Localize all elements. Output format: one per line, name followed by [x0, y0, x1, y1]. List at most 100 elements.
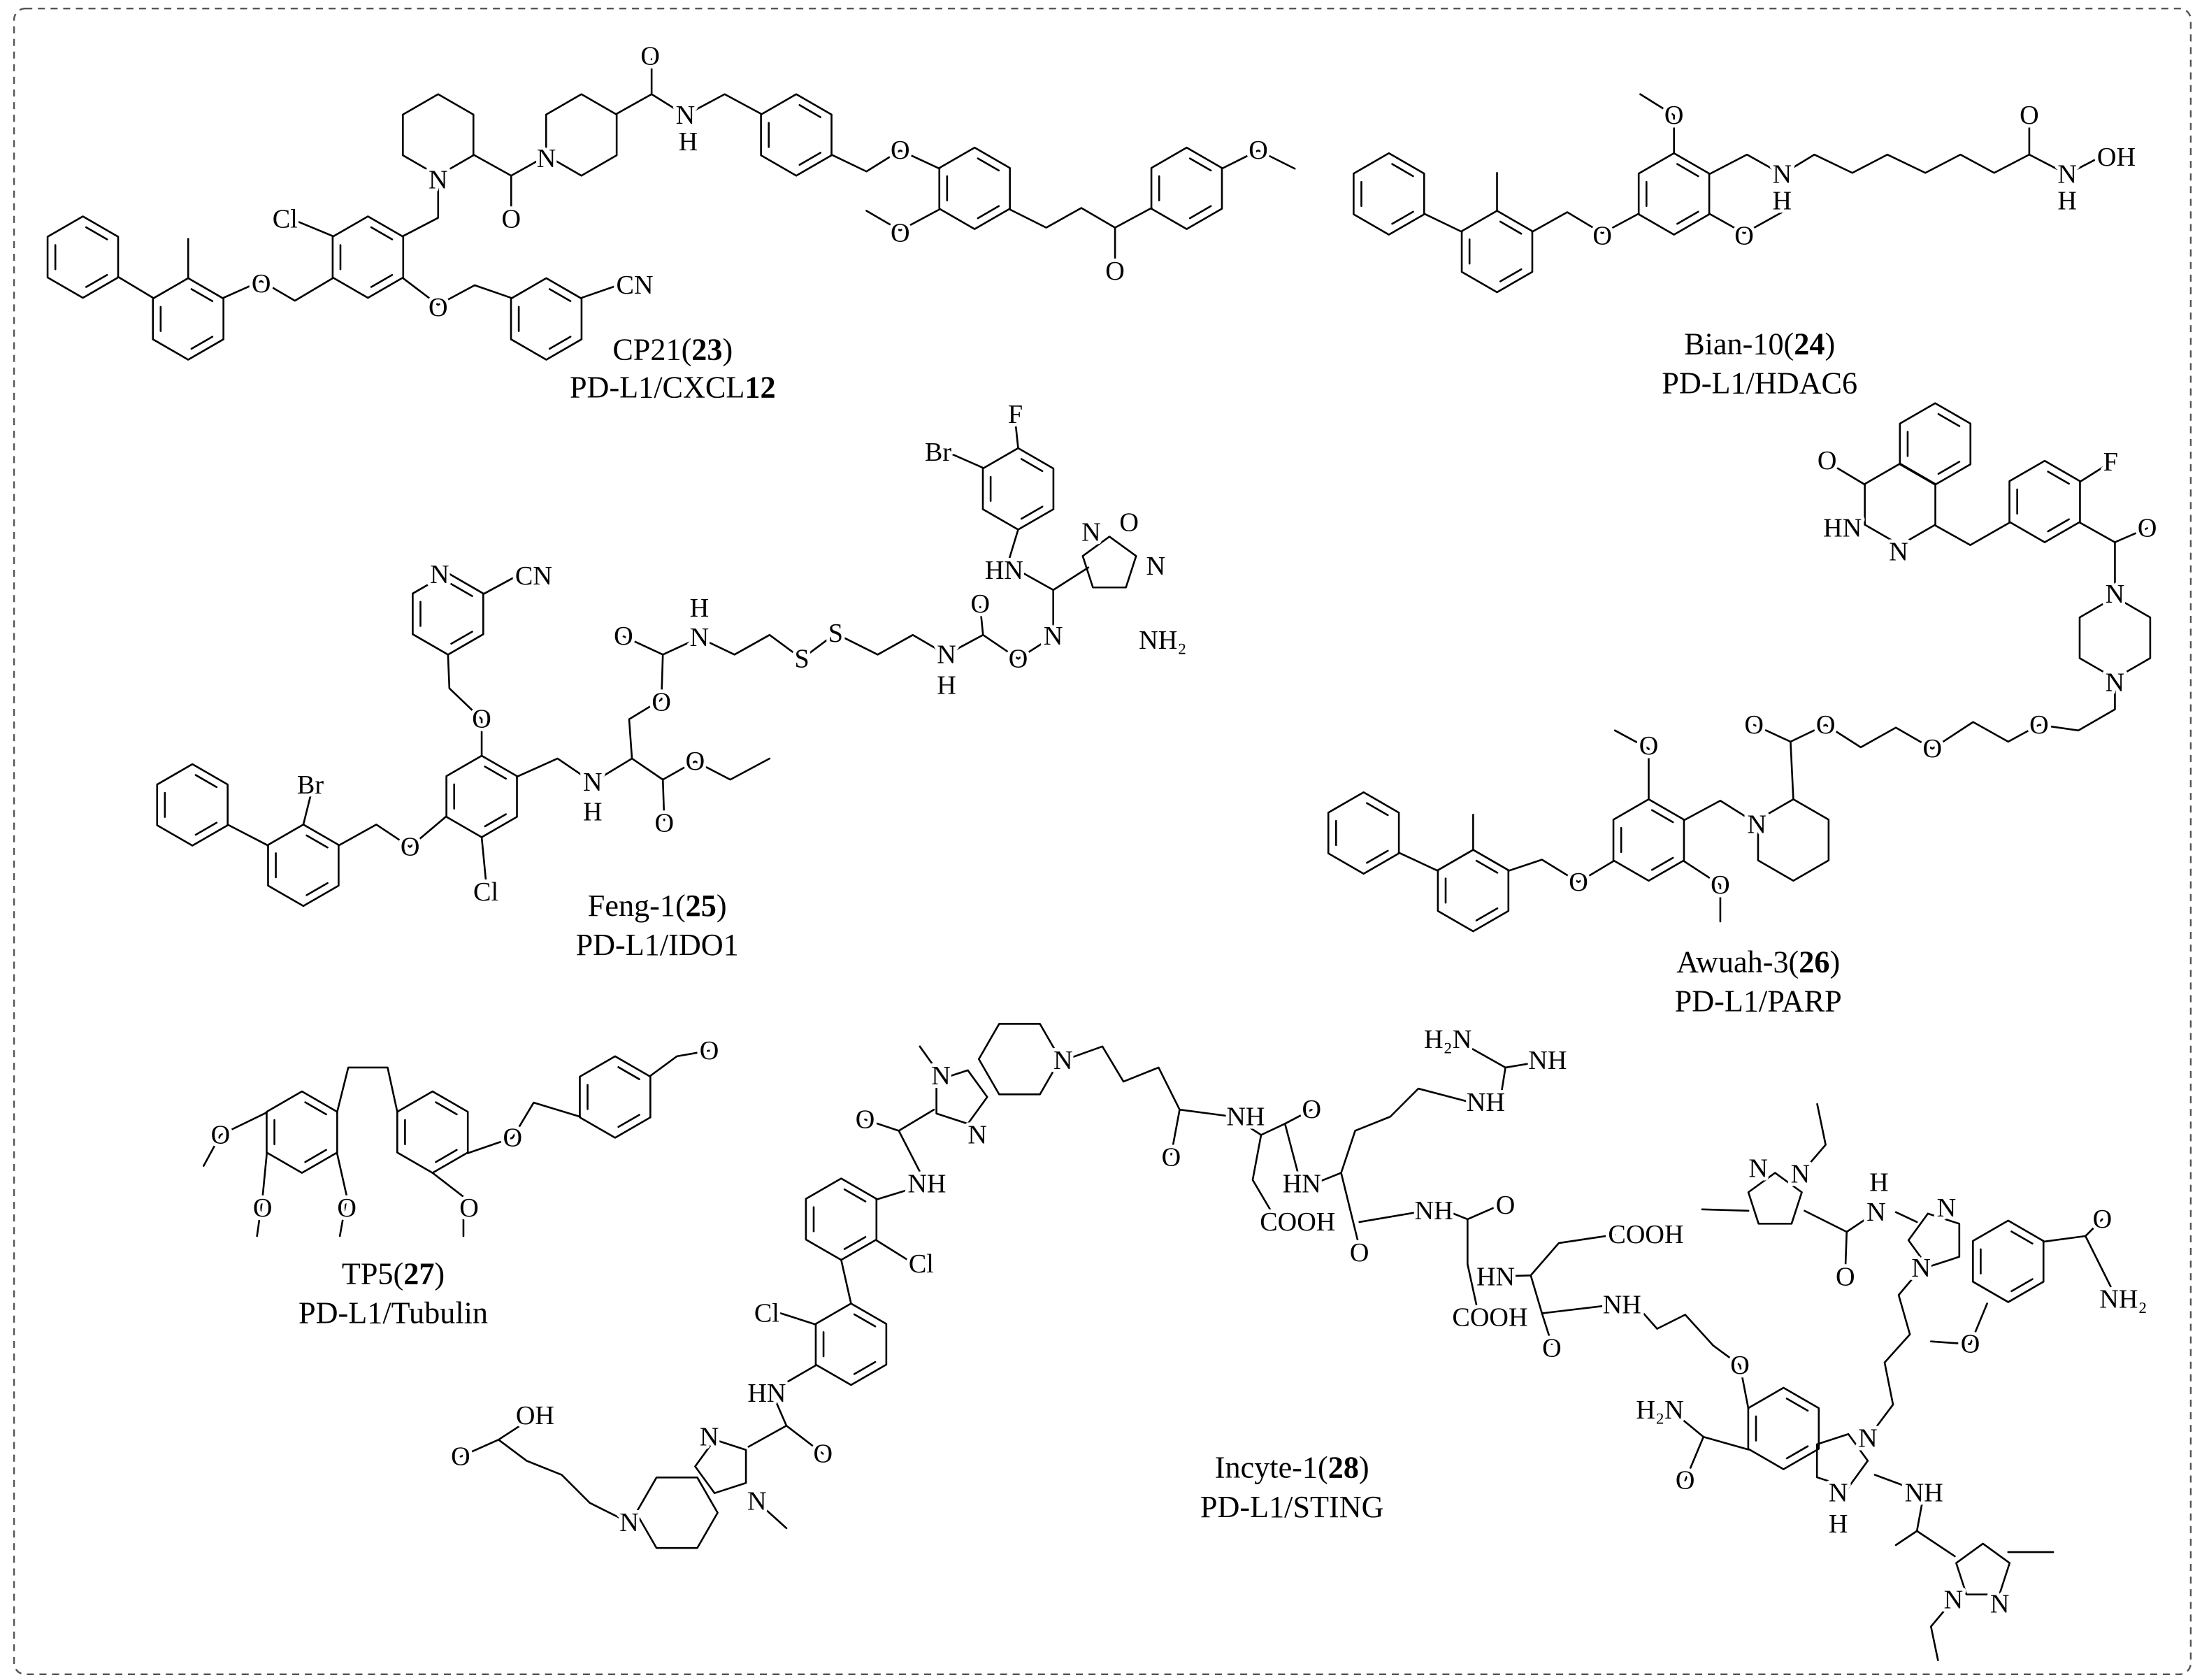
- aromatic-bond: [617, 1066, 640, 1080]
- atom-label: N: [931, 1061, 951, 1091]
- bond: [1541, 1304, 1613, 1314]
- atom-label: N: [429, 165, 448, 194]
- atom-label: N: [1146, 552, 1166, 581]
- atom-label: O: [1542, 1334, 1562, 1363]
- atom-label: O: [1816, 710, 1836, 740]
- atom-label: Cl: [273, 205, 298, 234]
- aromatic-bond: [1391, 210, 1414, 225]
- atom-label: N: [937, 640, 956, 669]
- compound-caption-28: Incyte-1(28) PD-L1/STING: [1200, 1451, 1384, 1524]
- atom-label: H: [937, 671, 956, 701]
- bond: [1934, 522, 2011, 546]
- ring: [402, 93, 475, 177]
- atom-label: O: [1119, 508, 1139, 537]
- ring: [938, 146, 1011, 230]
- bond: [256, 1152, 268, 1237]
- bond: [1866, 1267, 1922, 1440]
- aromatic-bond: [1785, 1445, 1809, 1460]
- atom-label: N: [1944, 1585, 1964, 1614]
- bond: [1845, 1211, 1878, 1233]
- bond: [684, 93, 763, 117]
- ring: [510, 277, 583, 361]
- atom-label: O: [1569, 868, 1588, 897]
- atom-label: OH: [516, 1401, 554, 1430]
- ring: [977, 1023, 1062, 1096]
- bond: [1007, 529, 1019, 563]
- compound-target-26: PD-L1/PARP: [1675, 984, 1842, 1019]
- aromatic-bond: [1475, 907, 1499, 921]
- atom-label: H₂N: [1636, 1395, 1683, 1425]
- aromatic-bond: [1650, 809, 1674, 824]
- compound-target-28: PD-L1/STING: [1200, 1490, 1384, 1524]
- compound-caption-24: Bian-10(24) PD-L1/HDAC6: [1662, 326, 1857, 400]
- bond: [1929, 1302, 1988, 1346]
- ring: [805, 1177, 878, 1261]
- bond: [830, 149, 941, 173]
- bond: [1683, 799, 1760, 826]
- atom-label: O: [1676, 1466, 1695, 1495]
- aromatic-bond: [853, 1360, 877, 1375]
- atom-label: O: [1711, 870, 1730, 900]
- atom-label: HN: [985, 556, 1023, 585]
- atom-label: O: [1105, 257, 1125, 286]
- ring: [1757, 798, 1830, 882]
- bond: [1701, 1208, 1750, 1212]
- atom-label: O: [700, 1036, 719, 1065]
- aromatic-bond: [435, 1101, 458, 1116]
- atom-label: O: [1639, 731, 1659, 761]
- compound-name-28: Incyte-1(28): [1215, 1451, 1369, 1485]
- bond: [482, 575, 518, 596]
- bond: [1467, 1218, 1478, 1310]
- five-membered-ring: [1815, 1433, 1869, 1488]
- atom-label: CN: [617, 271, 654, 300]
- atom-label: N: [583, 768, 603, 797]
- atom-label: O: [1350, 1238, 1369, 1268]
- bond: [431, 1172, 465, 1237]
- aromatic-bond: [1391, 163, 1414, 178]
- atom-label: Cl: [473, 877, 498, 907]
- bond: [466, 1101, 581, 1154]
- atom-label: N: [1747, 810, 1766, 839]
- atom-label: N: [1866, 1198, 1886, 1227]
- bond: [202, 1111, 268, 1167]
- atom-label: F: [1008, 400, 1023, 429]
- atom-label: N: [1773, 159, 1792, 189]
- aromatic-bond: [304, 1101, 327, 1116]
- atom-label: O: [891, 219, 910, 248]
- bond: [747, 1424, 788, 1448]
- atom-label: H₂N: [1424, 1025, 1471, 1054]
- atom-label: H: [583, 797, 603, 826]
- atom-label: N: [1829, 1479, 1848, 1508]
- ring: [152, 277, 224, 361]
- aromatic-bond: [798, 103, 821, 118]
- atom-label: NH: [1528, 1046, 1567, 1075]
- bond: [591, 654, 664, 784]
- atom-label: H: [1829, 1509, 1848, 1539]
- atom-label: O: [501, 205, 521, 234]
- atom-label: NH: [1226, 1102, 1265, 1131]
- atom-label: N: [967, 1120, 987, 1149]
- atom-label: COOH: [1260, 1207, 1335, 1237]
- bond-layer: [117, 58, 2148, 1662]
- atom-label: N: [1889, 538, 1908, 567]
- atom-label: N: [1911, 1254, 1931, 1283]
- bond: [649, 1049, 710, 1077]
- atom-label: O: [654, 808, 674, 838]
- bond: [875, 1239, 912, 1263]
- atom-label: N: [700, 1422, 719, 1451]
- atom-label: NH: [907, 1170, 946, 1199]
- bond: [222, 277, 334, 302]
- atom-label: Cl: [754, 1299, 779, 1328]
- bond: [515, 757, 594, 784]
- bond: [1221, 149, 1296, 170]
- atom-label: NH₂: [1139, 626, 1186, 655]
- atom-label: N: [2057, 159, 2077, 189]
- atom-label: O: [337, 1193, 357, 1223]
- compound-name-25: Feng-1(25): [588, 889, 727, 923]
- bond: [1531, 211, 1640, 234]
- compound-caption-26: Awuah-3(26) PD-L1/PARP: [1675, 945, 1842, 1018]
- bond: [1445, 1204, 1501, 1221]
- five-membered-ring: [1955, 1542, 2011, 1595]
- atom-label: N: [619, 1508, 639, 1537]
- ring: [46, 215, 120, 299]
